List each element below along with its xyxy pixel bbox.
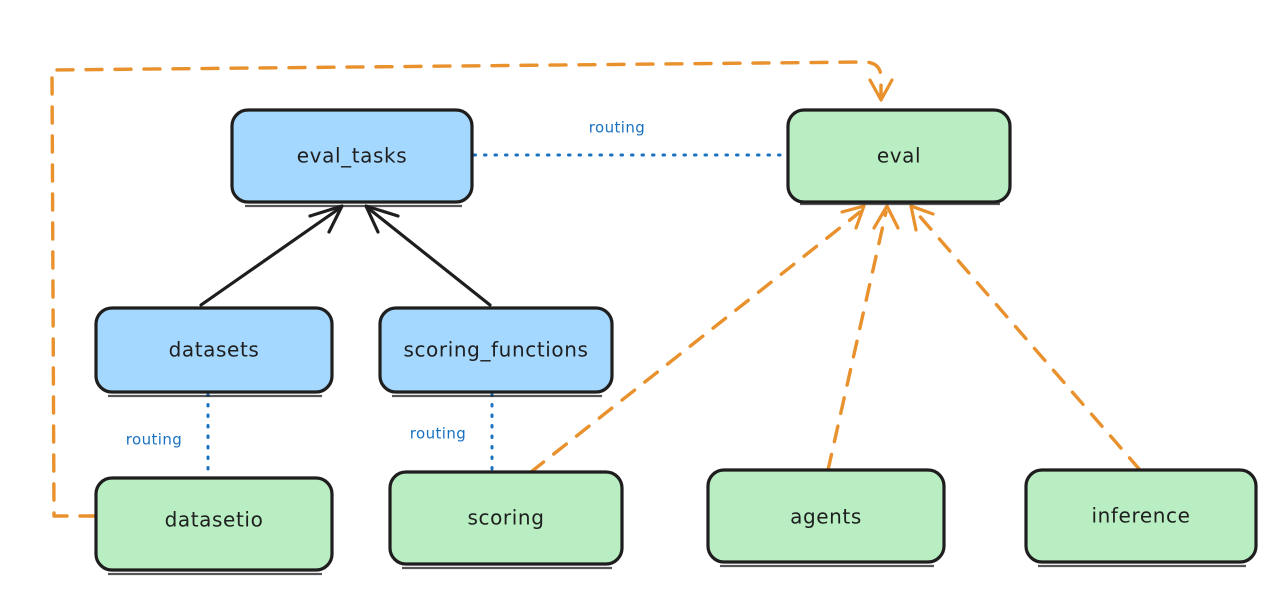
node-scoring[interactable]: scoring	[388, 470, 624, 570]
node-inference-label: inference	[1091, 504, 1190, 528]
edge-agents-to-eval[interactable]	[826, 204, 900, 472]
edge-datasets-to-eval_tasks[interactable]	[199, 204, 344, 307]
node-eval_tasks-shape	[230, 108, 474, 204]
node-eval_tasks-label: eval_tasks	[297, 144, 407, 168]
node-eval_tasks[interactable]: eval_tasks	[230, 108, 474, 208]
edge-datasetio-to-eval[interactable]	[50, 60, 894, 518]
node-inference[interactable]: inference	[1024, 468, 1258, 568]
node-scoring-shape	[388, 470, 624, 566]
edge-inference-to-eval[interactable]	[909, 204, 1142, 472]
node-datasets[interactable]: datasets	[94, 306, 334, 398]
edge-layer-solid	[199, 204, 492, 307]
node-inference-shape	[1024, 468, 1258, 564]
node-scoring-label: scoring	[467, 506, 544, 530]
node-agents-shape	[706, 468, 946, 564]
node-datasets-label: datasets	[169, 338, 260, 362]
node-eval-label: eval	[877, 144, 921, 168]
edge-layer-dashed	[50, 60, 1142, 518]
edge-scoring_functions-to-eval_tasks[interactable]	[364, 204, 492, 307]
node-scoring_functions[interactable]: scoring_functions	[378, 306, 614, 398]
node-agents-label: agents	[790, 505, 862, 529]
node-datasetio-label: datasetio	[165, 508, 264, 532]
node-datasetio[interactable]: datasetio	[94, 476, 334, 576]
node-agents[interactable]: agents	[706, 468, 946, 568]
node-scoring_functions-shape	[378, 306, 614, 394]
node-eval-shape	[786, 108, 1012, 204]
edge-label-routing-scoring: routing	[410, 425, 466, 443]
edge-layer-dotted	[206, 153, 788, 478]
edge-label-routing-eval: routing	[589, 119, 645, 137]
node-scoring_functions-label: scoring_functions	[403, 338, 588, 362]
node-datasetio-shape	[94, 476, 334, 572]
node-eval[interactable]: eval	[786, 108, 1012, 206]
edge-scoring-to-eval[interactable]	[529, 204, 866, 474]
edge-label-routing-datasetio: routing	[126, 431, 182, 449]
node-datasets-shape	[94, 306, 334, 394]
